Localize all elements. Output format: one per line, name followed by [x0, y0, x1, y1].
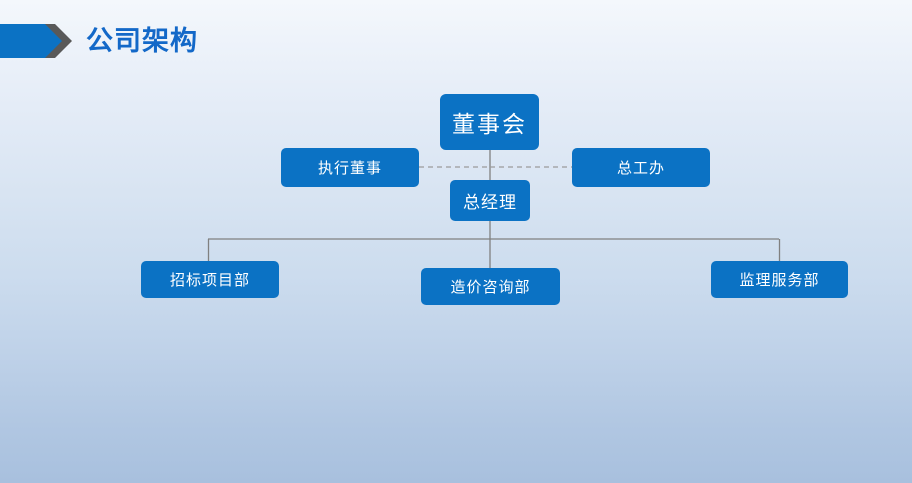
org-node-board-label: 董事会 [452, 111, 527, 137]
org-node-bidding-dept-label: 招标项目部 [169, 272, 250, 289]
org-node-bidding-dept[interactable]: 招标项目部 [141, 261, 279, 298]
page-title: 公司架构 [86, 26, 198, 56]
slide-header: 公司架构 [0, 0, 912, 72]
org-node-general-manager-label: 总经理 [463, 193, 517, 212]
org-node-supervision-dept[interactable]: 监理服务部 [711, 261, 848, 298]
org-node-cost-dept-label: 造价咨询部 [450, 279, 531, 296]
org-node-chief-eng-office[interactable]: 总工办 [572, 148, 710, 187]
org-node-board[interactable]: 董事会 [440, 94, 539, 150]
org-node-cost-dept[interactable]: 造价咨询部 [421, 268, 560, 305]
org-node-exec-director-label: 执行董事 [317, 160, 382, 177]
org-node-exec-director[interactable]: 执行董事 [281, 148, 419, 187]
org-node-supervision-dept-label: 监理服务部 [739, 272, 820, 289]
org-node-general-manager[interactable]: 总经理 [450, 180, 530, 221]
org-node-chief-eng-office-label: 总工办 [616, 160, 665, 177]
